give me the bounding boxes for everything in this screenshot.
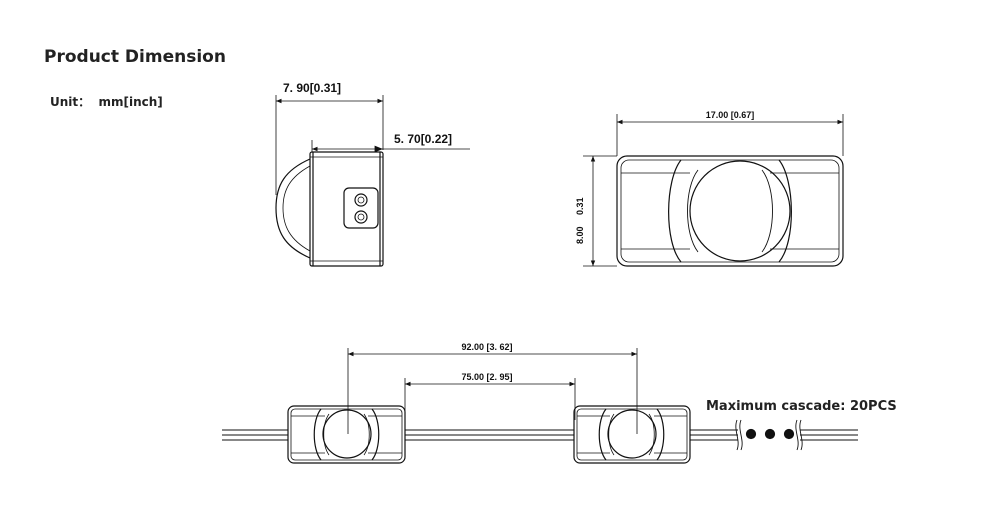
wire-hole-top [354, 193, 368, 207]
depth-dimension-label: 7. 90[0.31] [283, 81, 341, 95]
top-view [583, 114, 844, 267]
ellipsis-dot-1 [745, 428, 757, 440]
height-mm-label: 8.00 [575, 226, 585, 244]
right-grip-outer [778, 159, 792, 263]
wire-hole-bottom [354, 210, 368, 224]
wires [222, 419, 858, 451]
lens-top [689, 160, 791, 262]
connector-block [343, 187, 379, 229]
height-inch-label: 0.31 [575, 197, 585, 215]
page-title: Product Dimension [44, 47, 226, 67]
left-grip-outer [668, 159, 682, 263]
cascade-module-2 [573, 405, 691, 464]
unit-label: Unit： mm[inch] [50, 95, 163, 109]
cascade-view [222, 348, 858, 464]
max-cascade-label: Maximum cascade: 20PCS [706, 399, 897, 414]
cascade-module-1 [287, 405, 406, 464]
ellipsis-dot-2 [764, 428, 776, 440]
module-body-side [309, 151, 384, 267]
width-dimension-label: 17.00 [0.67] [706, 110, 755, 120]
lens-dome-side [275, 158, 311, 259]
gap-dimension-label: 75.00 [2. 95] [461, 372, 512, 382]
pitch-dimension-label: 92.00 [3. 62] [461, 342, 512, 352]
ellipsis-dot-3 [783, 428, 795, 440]
body-dimension-label: 5. 70[0.22] [394, 132, 452, 146]
module-body-top [616, 155, 844, 267]
side-view [275, 95, 470, 267]
